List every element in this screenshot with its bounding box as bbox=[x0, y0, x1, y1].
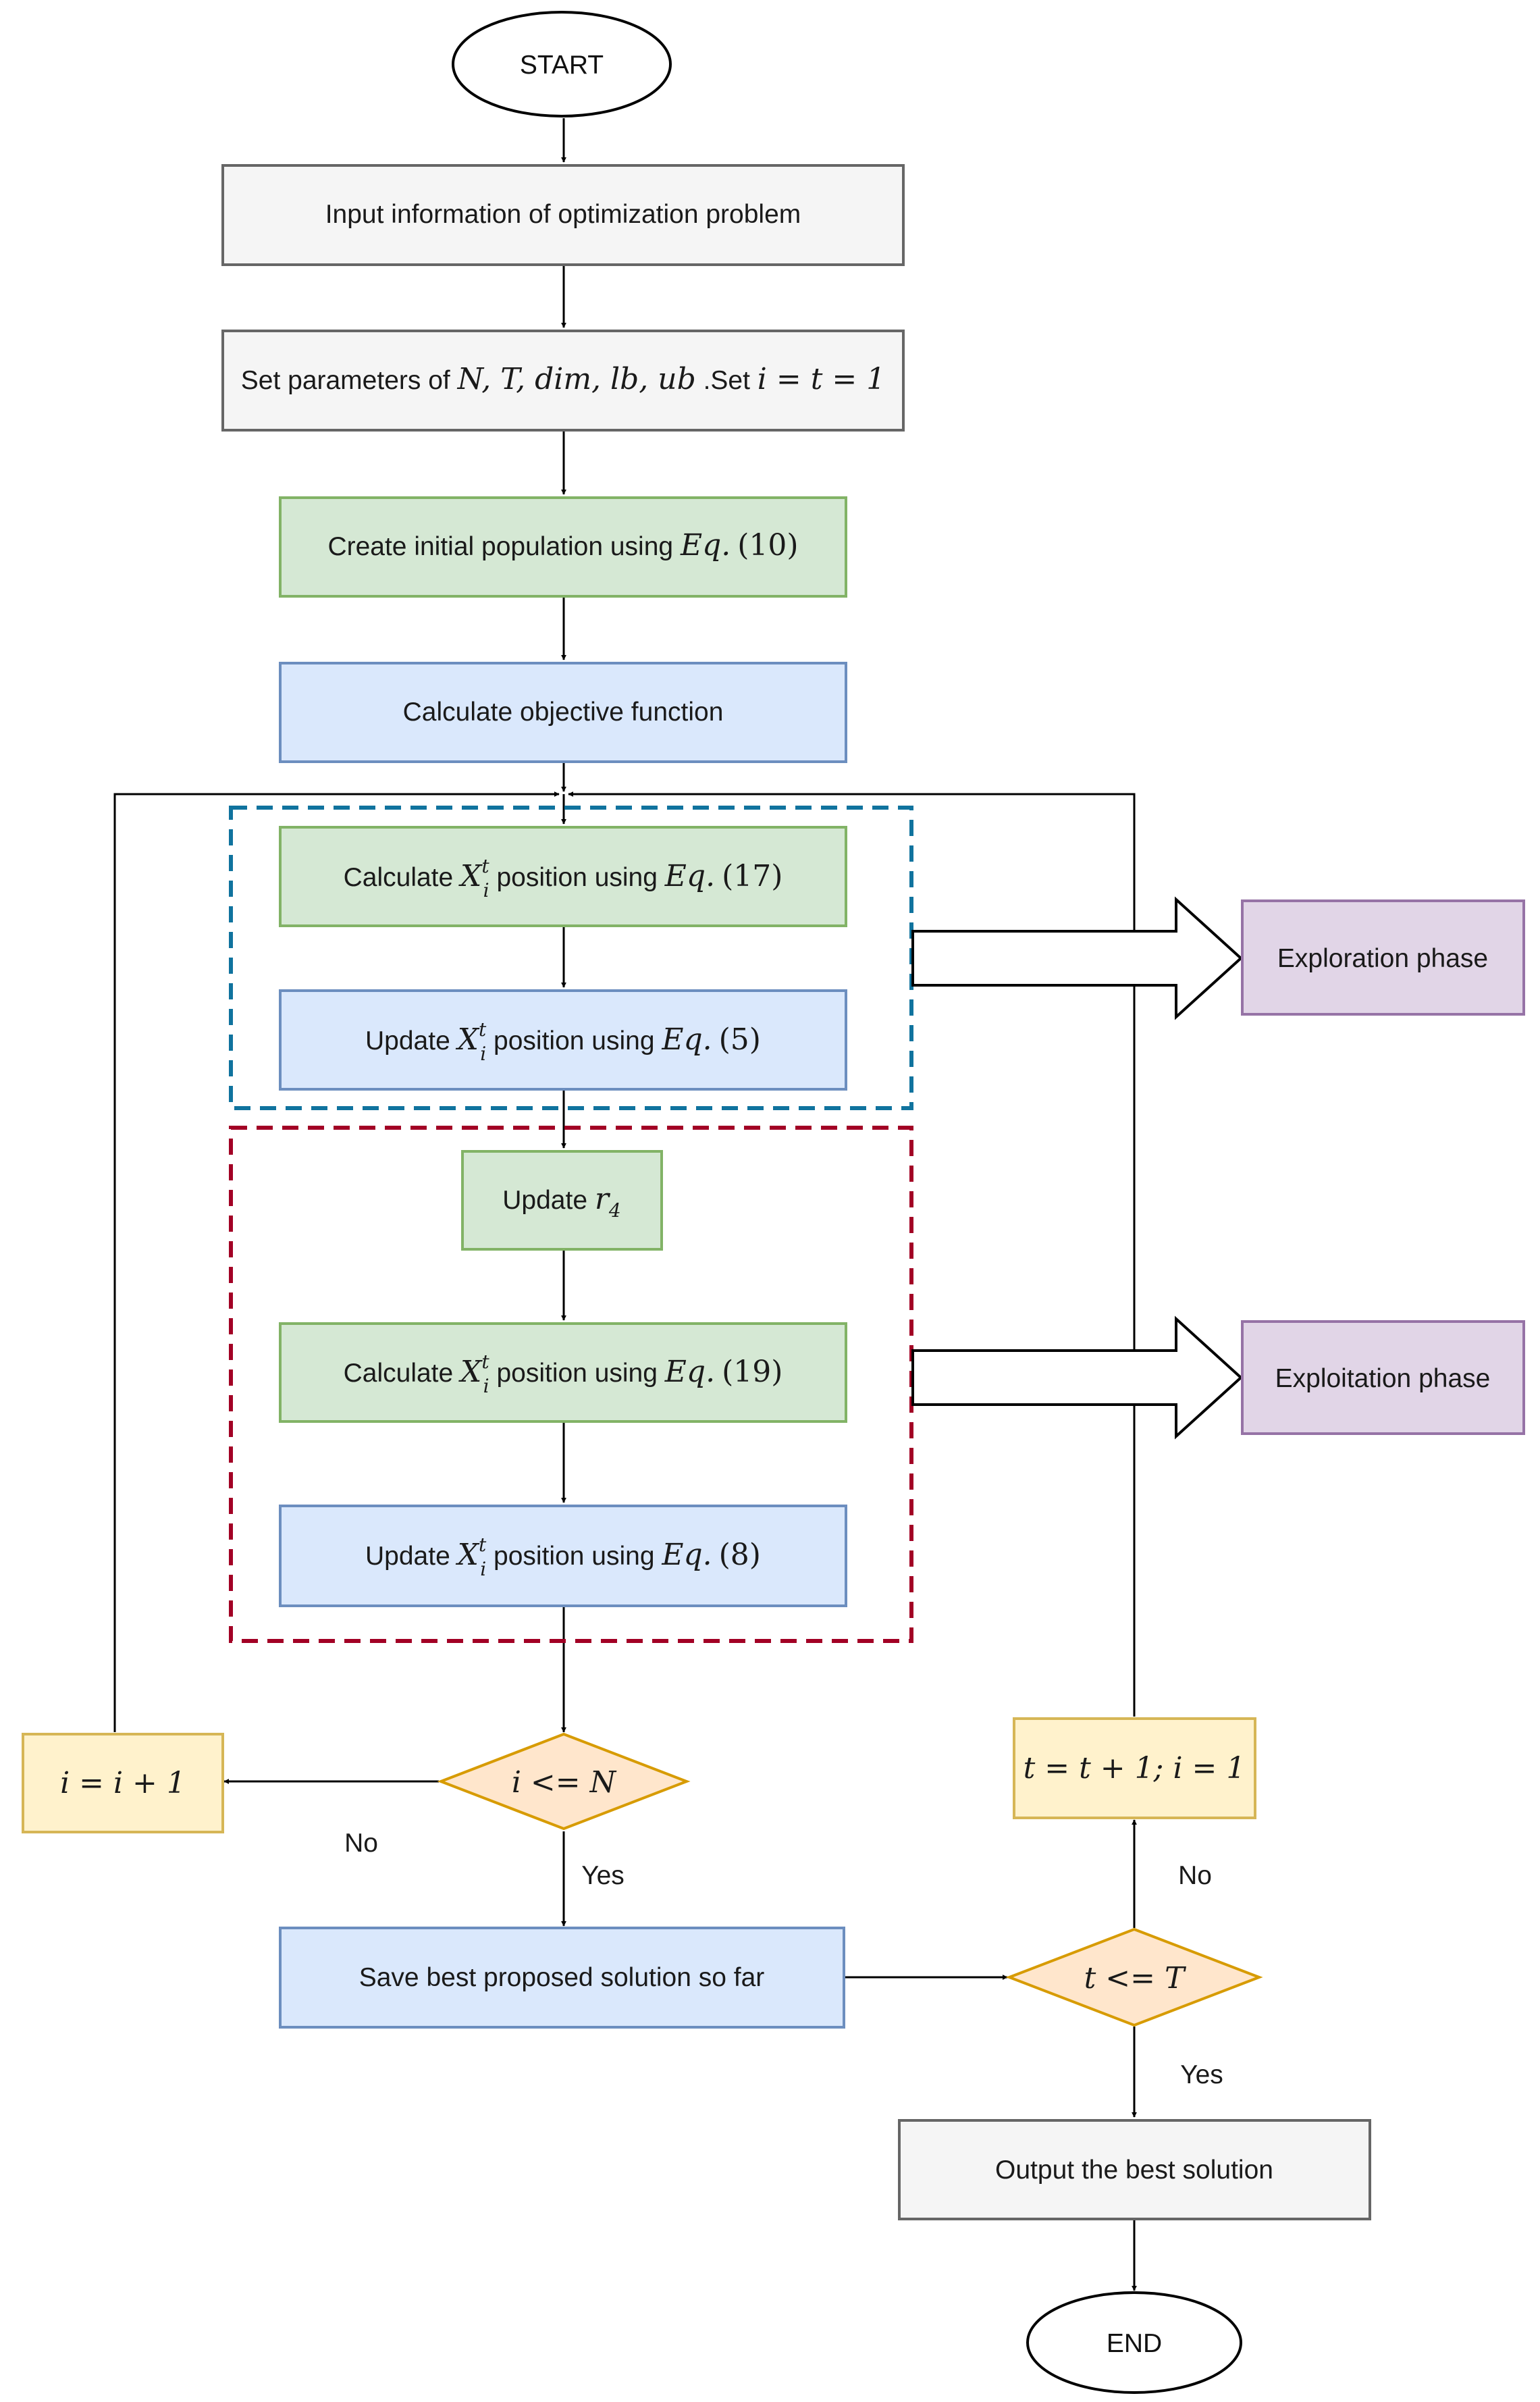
create-population-label: Create initial population using Eq.(10) bbox=[327, 528, 798, 563]
i-yes-label: Yes bbox=[581, 1861, 625, 1890]
set-params-box: Set parameters of N, T, dim, lb, ub .Set… bbox=[221, 330, 905, 432]
i-condition-diamond: i <= N bbox=[437, 1732, 691, 1831]
set-params-label: Set parameters of N, T, dim, lb, ub .Set… bbox=[241, 362, 885, 396]
exploration-block-arrow bbox=[911, 896, 1243, 1020]
update-r4-box: Update r4 bbox=[461, 1150, 663, 1251]
i-condition-label: i <= N bbox=[512, 1765, 617, 1800]
end-label: END bbox=[1107, 2329, 1162, 2358]
start-terminal: START bbox=[452, 11, 672, 118]
start-label: START bbox=[520, 51, 604, 80]
create-population-box: Create initial population using Eq.(10) bbox=[279, 496, 847, 598]
t-increment-label: t = t + 1; i = 1 bbox=[1024, 1751, 1246, 1785]
connectors bbox=[113, 118, 1137, 2291]
input-info-box: Input information of optimization proble… bbox=[221, 164, 905, 266]
update-r4-label: Update r4 bbox=[502, 1182, 620, 1222]
t-increment-box: t = t + 1; i = 1 bbox=[1013, 1717, 1256, 1819]
exploitation-block-arrow bbox=[911, 1315, 1243, 1440]
save-best-label: Save best proposed solution so far bbox=[359, 1963, 765, 1992]
t-condition-label: t <= T bbox=[1084, 1961, 1187, 1995]
exploration-phase-label: Exploration phase bbox=[1277, 944, 1488, 973]
edge-iinc-loop-back bbox=[113, 791, 560, 1732]
exploration-phase-box: Exploration phase bbox=[1241, 899, 1525, 1016]
i-increment-box: i = i + 1 bbox=[22, 1733, 224, 1833]
t-yes-label: Yes bbox=[1180, 2060, 1223, 2089]
save-best-box: Save best proposed solution so far bbox=[279, 1927, 845, 2029]
input-info-label: Input information of optimization proble… bbox=[325, 200, 801, 229]
i-increment-label: i = i + 1 bbox=[60, 1766, 186, 1800]
t-condition-diamond: t <= T bbox=[1005, 1927, 1263, 2027]
output-best-label: Output the best solution bbox=[995, 2156, 1273, 2185]
calculate-objective-label: Calculate objective function bbox=[403, 698, 724, 727]
exploitation-phase-box: Exploitation phase bbox=[1241, 1320, 1525, 1435]
output-best-box: Output the best solution bbox=[898, 2119, 1371, 2220]
t-no-label: No bbox=[1178, 1861, 1212, 1890]
calculate-objective-box: Calculate objective function bbox=[279, 662, 847, 763]
edge-tinc-loop-back bbox=[568, 791, 1136, 1717]
end-terminal: END bbox=[1026, 2291, 1242, 2394]
i-no-label: No bbox=[344, 1829, 378, 1858]
exploitation-phase-label: Exploitation phase bbox=[1275, 1364, 1491, 1393]
